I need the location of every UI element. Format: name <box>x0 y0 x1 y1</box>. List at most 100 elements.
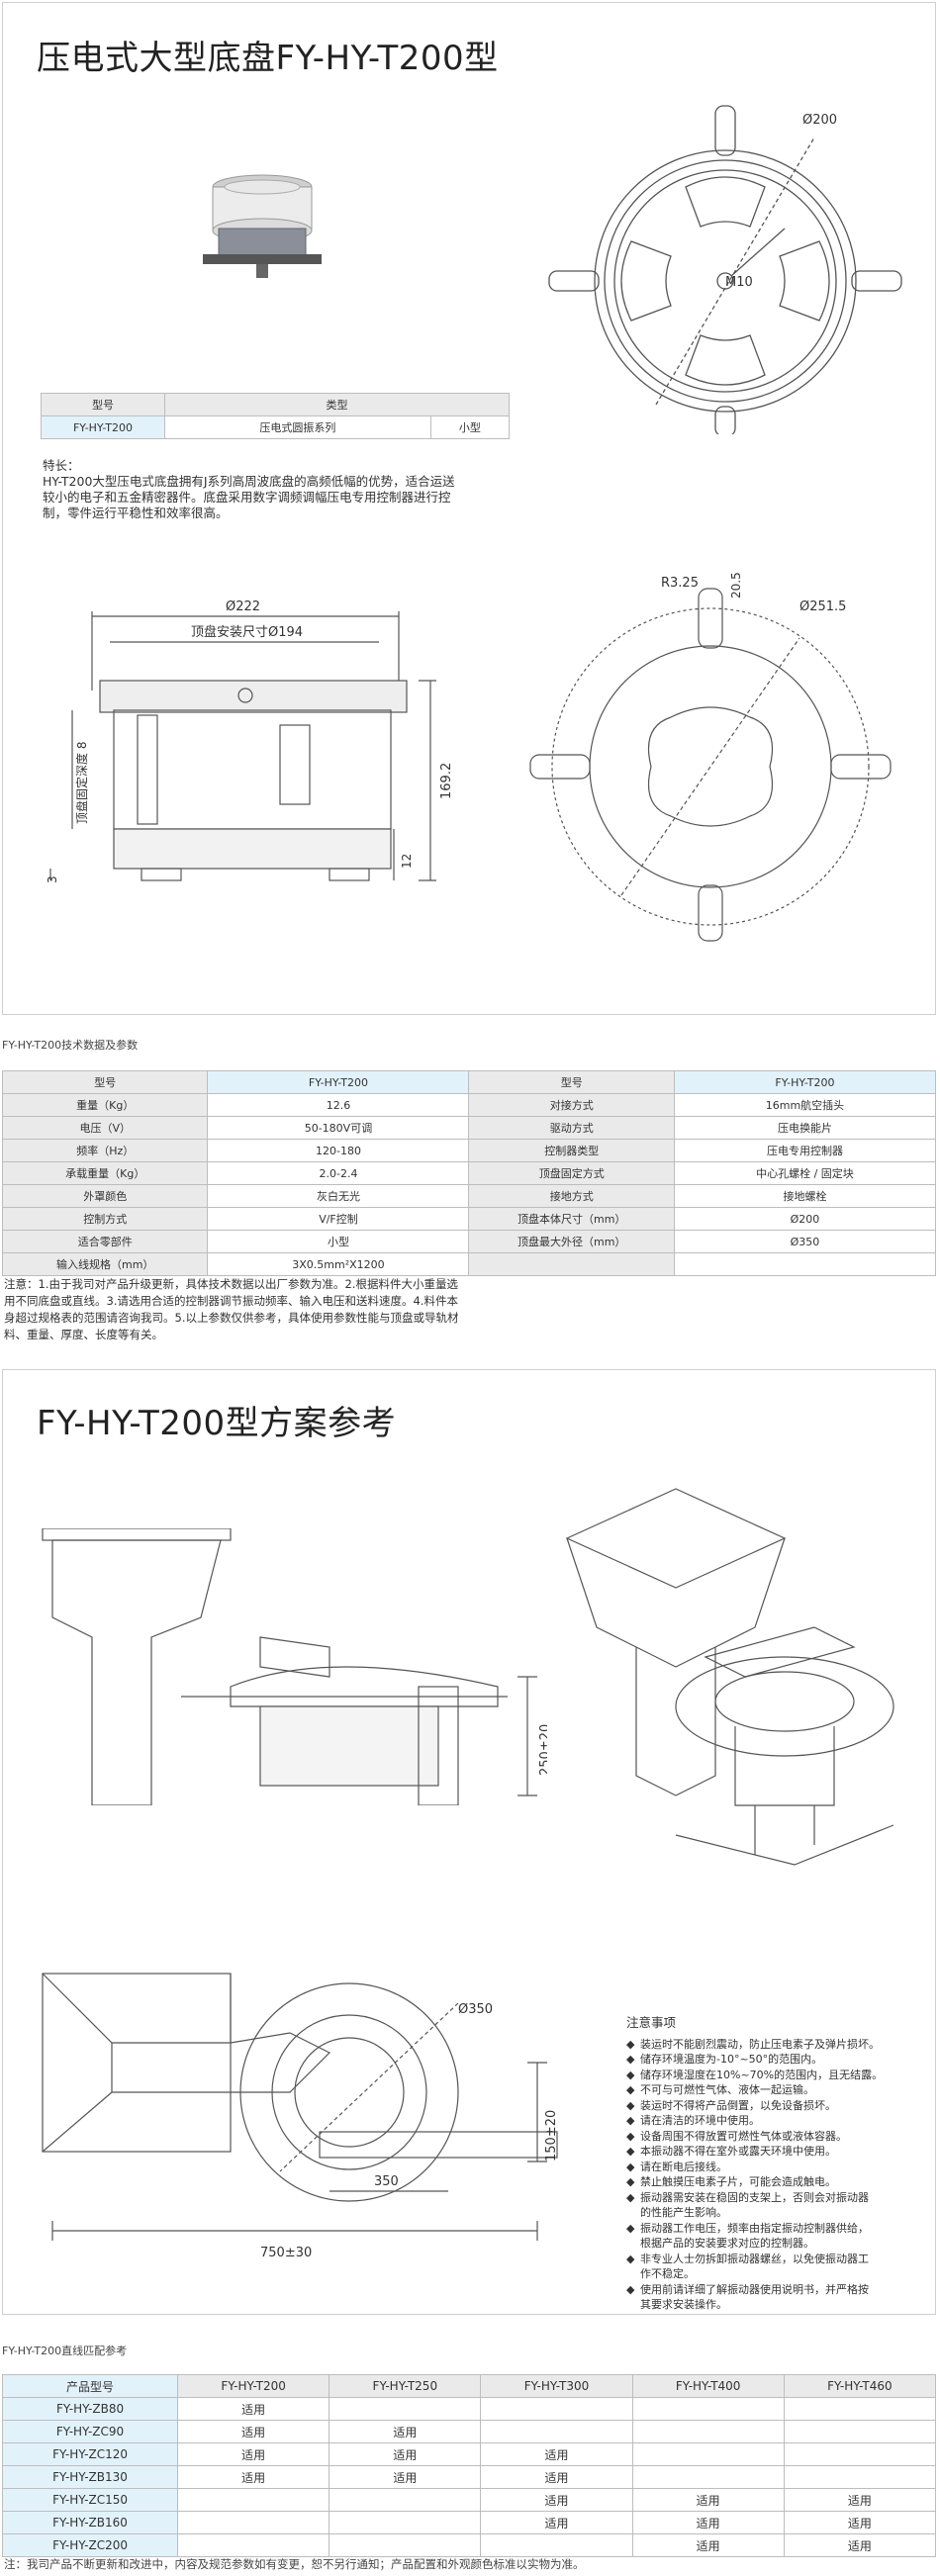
dim-h169: 169.2 <box>439 763 454 799</box>
precaution-text: 振动器需安装在稳固的支架上，否则会对振动器 <box>640 2190 869 2204</box>
precaution-text: 储存环境湿度在10%~70%的范围内，且无结露。 <box>640 2068 884 2081</box>
diamond-bullet-icon: ◆ <box>626 2252 635 2265</box>
precaution-text: 装运时不能剧烈震动，防止压电素子及弹片损坏。 <box>640 2037 880 2051</box>
dim-h12: 12 <box>400 854 414 869</box>
spec-table-cell: 压电专用控制器 <box>673 1139 937 1162</box>
match-caption: FY-HY-T200直线匹配参考 <box>2 2345 128 2357</box>
diamond-bullet-icon: ◆ <box>626 2053 635 2066</box>
spec-table-cell: 承载重量（Kg） <box>1 1161 209 1185</box>
precaution-text: 振动器工作电压，频率由指定振动控制器供给， <box>640 2221 869 2235</box>
match-table-cell <box>631 2442 785 2466</box>
match-table-cell <box>329 2511 482 2534</box>
dim-w350: 350 <box>374 2174 399 2189</box>
spec-table-cell: 频率（Hz） <box>1 1139 209 1162</box>
type-table-size: 小型 <box>429 415 511 439</box>
spec-note-line: 身超过规格表的范围请咨询我司。5.以上参数仅供参考，具体使用参数性能与顶盘或导轨… <box>4 1311 459 1325</box>
match-table-cell <box>329 2397 482 2421</box>
spec-table-cell: 16mm航空插头 <box>673 1093 937 1117</box>
footer-note: 注：我司产品不断更新和改进中，内容及规范参数如有变更，恕不另行通知；产品配置和外… <box>4 2557 585 2571</box>
precaution-item: ◆储存环境温度为-10°~50°的范围内。 <box>626 2052 883 2068</box>
features-text: 特长： HY-T200大型压电式底盘拥有J系列高周波底盘的高频低幅的优势，适合运… <box>43 458 455 521</box>
match-table-cell: 适用 <box>480 2442 633 2466</box>
match-table-cell <box>631 2397 785 2421</box>
precautions: 注意事项 ◆装运时不能剧烈震动，防止压电素子及弹片损坏。◆储存环境温度为-10°… <box>626 2015 883 2313</box>
match-table-header: FY-HY-T300 <box>480 2374 633 2398</box>
match-table-header: FY-HY-T200 <box>177 2374 330 2398</box>
spec-table-cell: 控制器类型 <box>468 1139 675 1162</box>
spec-table-cell: 重量（Kg） <box>1 1093 209 1117</box>
spec-table-header: FY-HY-T200 <box>207 1070 470 1094</box>
product-panel: 压电式大型底盘FY-HY-T200型 Ø200 M10 <box>2 2 936 1015</box>
match-table-cell <box>783 2397 937 2421</box>
precaution-text: 本振动器不得在室外或露天环境中使用。 <box>640 2145 836 2158</box>
diamond-bullet-icon: ◆ <box>626 2145 635 2158</box>
solution-side-drawing: 250±20 <box>42 1528 547 1805</box>
precaution-text: 装运时不得将产品倒置，以免设备损坏。 <box>640 2098 836 2112</box>
match-table-cell <box>480 2533 633 2557</box>
match-table-cell: 适用 <box>783 2488 937 2512</box>
product-photo <box>203 174 322 278</box>
match-table-cell <box>177 2533 330 2557</box>
spec-table-header: 型号 <box>1 1070 209 1094</box>
precaution-text: 禁止触摸压电素子片，可能会造成触电。 <box>640 2175 836 2188</box>
match-table-cell <box>631 2465 785 2489</box>
type-table-model: FY-HY-T200 <box>41 415 165 439</box>
solution-iso-drawing <box>565 1488 894 1866</box>
spec-table-cell: 120-180 <box>207 1139 470 1162</box>
dim-h8: 顶盘固定深度 8 <box>74 742 89 824</box>
precaution-item: ◆非专业人士勿拆卸振动器螺丝，以免使振动器工 <box>626 2252 883 2267</box>
match-table-cell: FY-HY-ZB160 <box>1 2511 179 2534</box>
dim-h250: 250±20 <box>538 1724 547 1776</box>
spec-table-cell: 输入线规格（mm） <box>1 1252 209 1276</box>
spec-table-cell: 3X0.5mm²X1200 <box>207 1252 470 1276</box>
spec-note-line: 注意：1.由于我司对产品升级更新，具体技术数据以出厂参数为准。2.根据料件大小重… <box>4 1277 458 1291</box>
diamond-bullet-icon: ◆ <box>626 2160 635 2173</box>
spec-table-row: 电压（V）50-180V可调驱动方式压电换能片 <box>1 1116 937 1140</box>
spec-table-cell: 压电换能片 <box>673 1116 937 1140</box>
match-table-cell <box>631 2420 785 2443</box>
dim-w750: 750±30 <box>260 2246 312 2260</box>
spec-caption: FY-HY-T200技术数据及参数 <box>2 1039 139 1052</box>
spec-table-cell: 接地螺栓 <box>673 1184 937 1208</box>
spec-table-cell: 控制方式 <box>1 1207 209 1231</box>
spec-notes: 注意：1.由于我司对产品升级更新，具体技术数据以出厂参数为准。2.根据料件大小重… <box>4 1276 458 1343</box>
spec-table-cell: Ø350 <box>673 1230 937 1253</box>
match-table-cell: 适用 <box>631 2533 785 2557</box>
spec-table-cell: 接地方式 <box>468 1184 675 1208</box>
precaution-item: 的性能产生影响。 <box>626 2205 883 2221</box>
precaution-text: 使用前请详细了解振动器使用说明书，并严格按 <box>640 2282 869 2296</box>
match-table-cell: 适用 <box>329 2442 482 2466</box>
match-table-cell: 适用 <box>480 2488 633 2512</box>
bottom-view-drawing: R3.25 20.5 Ø251.5 <box>529 572 892 942</box>
spec-note-line: 料、重量、厚度、长度等有关。 <box>4 1328 163 1341</box>
spec-table-cell: 对接方式 <box>468 1093 675 1117</box>
diamond-bullet-icon: ◆ <box>626 2175 635 2188</box>
spec-table-cell: 灰白无光 <box>207 1184 470 1208</box>
spec-table-cell: 驱动方式 <box>468 1116 675 1140</box>
match-table-cell: 适用 <box>783 2511 937 2534</box>
spec-table-cell: 顶盘最大外径（mm） <box>468 1230 675 1253</box>
dim-d200: Ø200 <box>802 113 837 128</box>
precaution-item: ◆不可与可燃性气体、液体一起运输。 <box>626 2082 883 2098</box>
type-table-series: 压电式圆振系列 <box>164 415 431 439</box>
match-table-header: FY-HY-T460 <box>783 2374 937 2398</box>
match-table-cell <box>329 2488 482 2512</box>
match-table-cell: FY-HY-ZC200 <box>1 2533 179 2557</box>
spec-table-cell <box>673 1252 937 1276</box>
spec-table-row: 外罩颜色灰白无光接地方式接地螺栓 <box>1 1184 937 1208</box>
spec-table-cell: 小型 <box>207 1230 470 1253</box>
precaution-item: ◆储存环境湿度在10%~70%的范围内，且无结露。 <box>626 2068 883 2083</box>
match-table-cell <box>480 2420 633 2443</box>
dim-h150: 150±20 <box>544 2110 559 2162</box>
spec-table-cell: 顶盘固定方式 <box>468 1161 675 1185</box>
diamond-bullet-icon: ◆ <box>626 2037 635 2051</box>
match-table-cell: 适用 <box>329 2465 482 2489</box>
type-table-header-model: 型号 <box>41 393 165 416</box>
diamond-bullet-icon: ◆ <box>626 2221 635 2235</box>
match-table-cell: 适用 <box>177 2420 330 2443</box>
spec-table-cell: Ø200 <box>673 1207 937 1231</box>
precaution-text: 的性能产生影响。 <box>640 2206 727 2219</box>
